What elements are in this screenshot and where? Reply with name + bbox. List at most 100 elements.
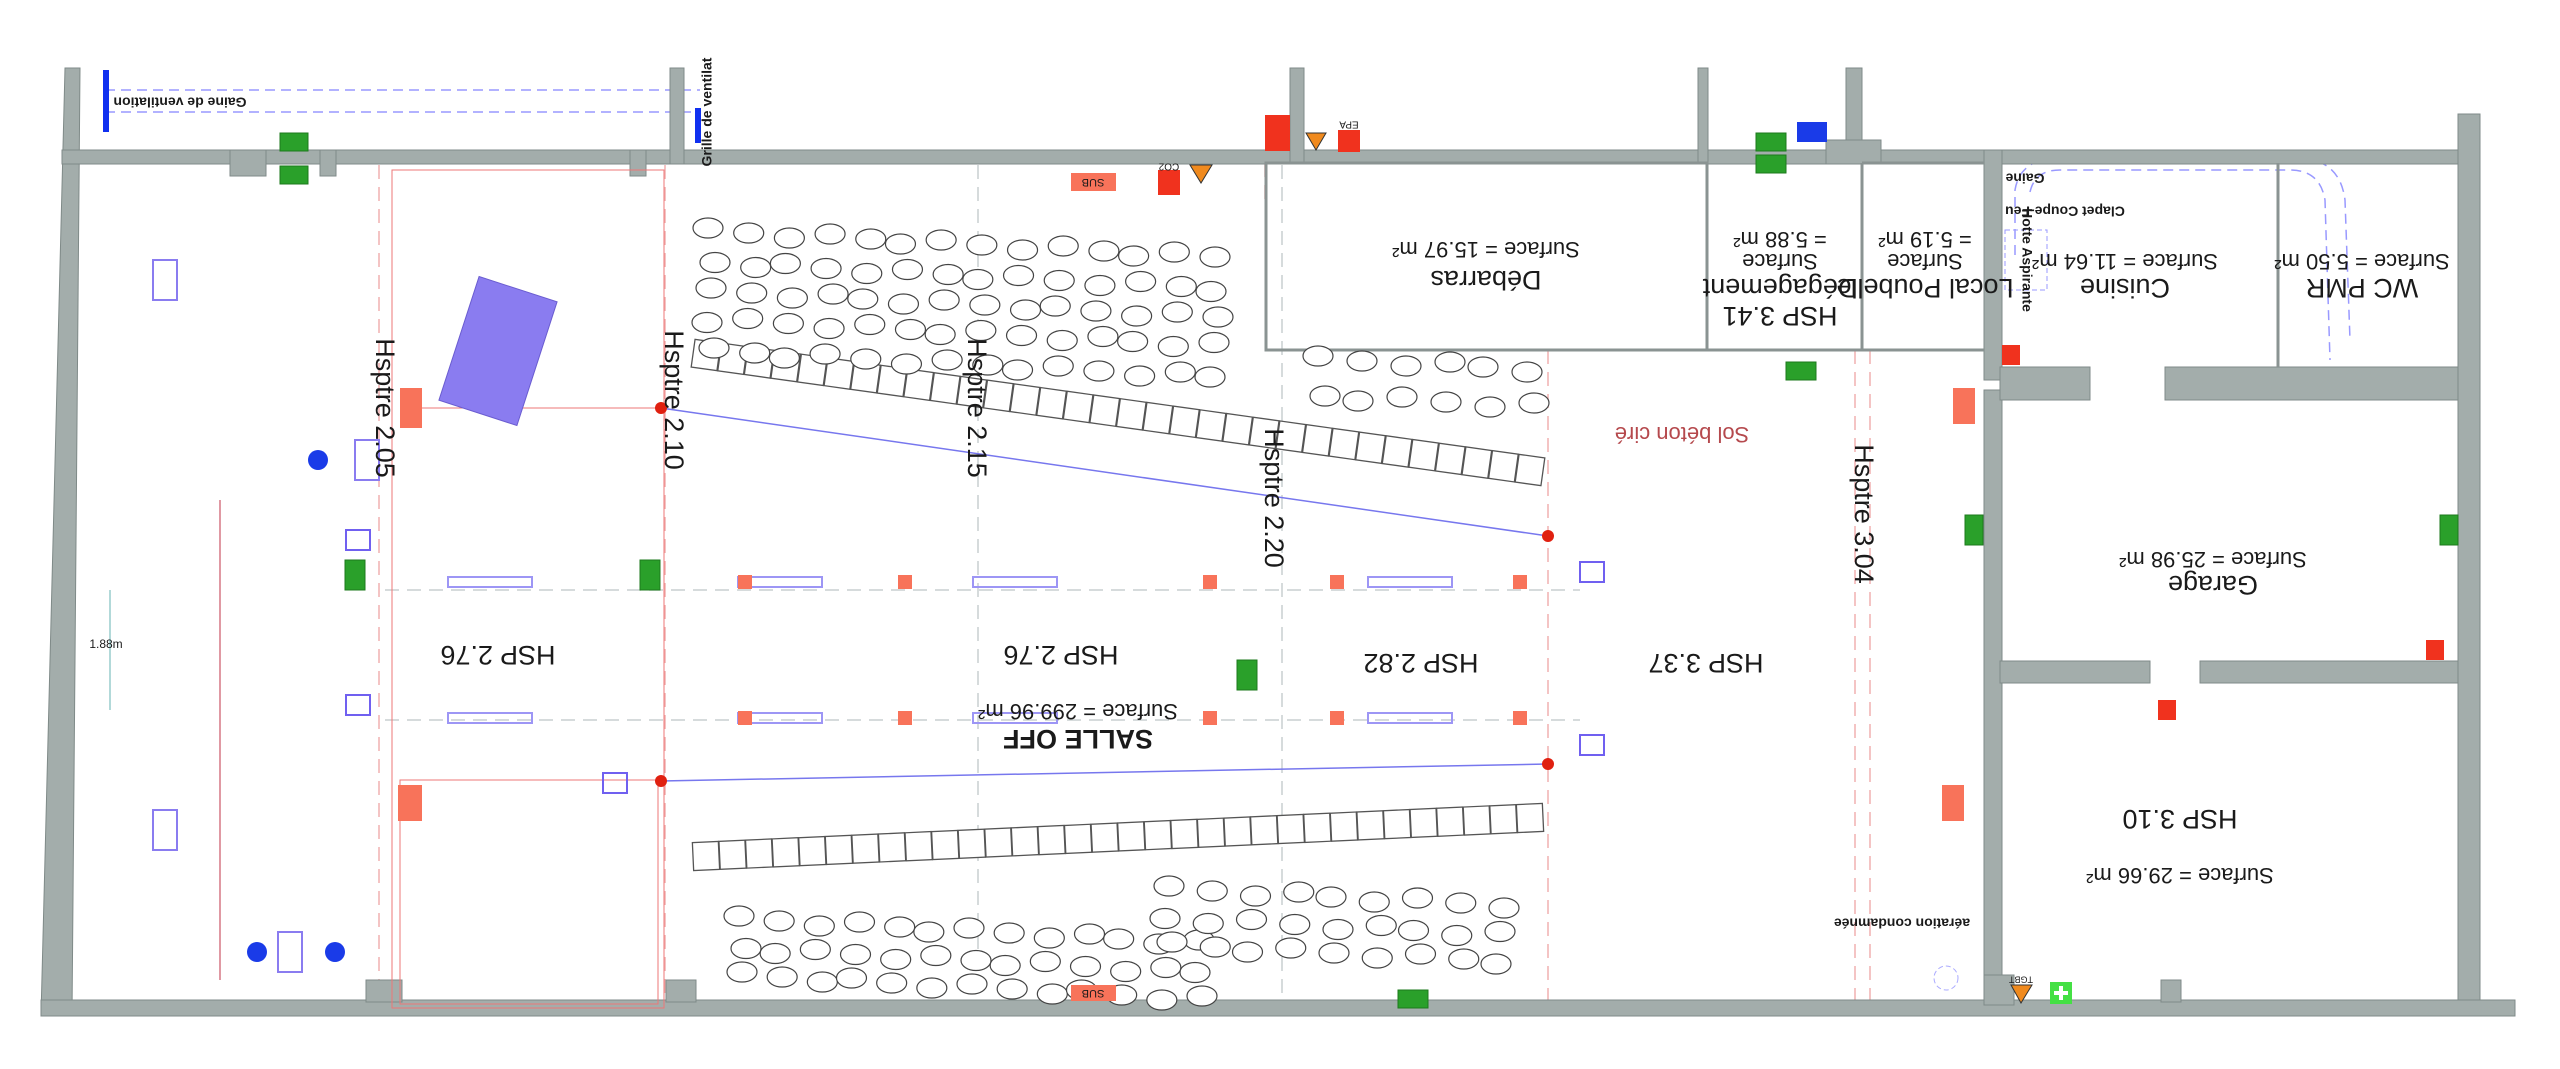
armchair (692, 217, 724, 239)
armchair (1194, 366, 1226, 388)
poubelle-surface-label: Surface (1887, 249, 1963, 274)
wheelchair-icon (1579, 734, 1605, 756)
armchair (924, 323, 956, 346)
salle-name: SALLE OFF (1003, 724, 1153, 754)
armchair (773, 227, 805, 249)
wc-name: WC PMR (2306, 273, 2418, 303)
armchair (1036, 983, 1068, 1005)
chair (823, 357, 855, 390)
armchair (1103, 928, 1135, 950)
beam-height-labels: Hsptre 2.05 Hsptre 2.10 Hsptre 2.15 Hspt… (370, 330, 1879, 584)
armchair (1430, 391, 1462, 413)
armchair (851, 262, 883, 285)
armchair (813, 317, 845, 340)
marker-square (1513, 575, 1527, 589)
armchair (776, 287, 808, 309)
chair (1062, 390, 1094, 424)
armchair (1467, 356, 1499, 378)
armchair (894, 318, 927, 341)
armchair (1401, 887, 1434, 909)
armchair (1121, 305, 1153, 327)
armchair (847, 288, 879, 310)
armchair (1361, 947, 1393, 969)
armchair (1165, 275, 1197, 298)
armchair (763, 910, 795, 932)
armchair (1474, 396, 1506, 418)
dimension-label: 1.88m (89, 637, 122, 651)
armchair (1192, 912, 1224, 935)
chair (1515, 802, 1545, 834)
chair (877, 832, 907, 863)
armchair (1358, 891, 1390, 913)
armchair (876, 972, 908, 994)
degagement-name: Dégagement (1702, 273, 1857, 303)
wheelchair-icon (345, 529, 371, 551)
chair (1487, 449, 1519, 483)
stage-platform (438, 275, 558, 427)
armchair (1146, 989, 1178, 1011)
hsp-label: HSP 2.82 (1363, 648, 1478, 678)
armchair (1110, 960, 1142, 983)
chair (1036, 386, 1068, 420)
armchair (1149, 907, 1181, 930)
armchair (1125, 270, 1157, 293)
armchair (1157, 335, 1189, 358)
marker-square (1330, 575, 1344, 589)
chair (930, 829, 960, 861)
armchair (698, 337, 730, 359)
chair (1489, 803, 1518, 835)
light-fixture (1367, 712, 1453, 724)
chair (1009, 383, 1041, 416)
chair (1222, 412, 1254, 446)
degagement-hsp: HSP 3.41 (1722, 301, 1837, 331)
degagement-surface-value: = 5.88 m² (1733, 227, 1827, 252)
armchair (772, 312, 804, 335)
armchair (928, 289, 960, 311)
cuisine-name: Cuisine (2080, 273, 2170, 303)
clapet-label: Clapet Coupe-Feu (2005, 203, 2125, 219)
wheelchair-icon (1579, 561, 1605, 583)
armchair (799, 938, 831, 961)
garage-name: Garage (2168, 570, 2258, 600)
armchair (806, 971, 838, 993)
armchair (1275, 937, 1307, 959)
armchair (1198, 331, 1230, 354)
armchair (759, 942, 791, 965)
chair (771, 837, 801, 868)
armchair (814, 223, 846, 245)
light-fixture (1367, 576, 1453, 588)
chair (984, 827, 1013, 858)
hazard-icon (2010, 984, 2033, 1004)
chair (1275, 420, 1307, 454)
light-fixture (972, 576, 1058, 588)
wheelchair-icon (152, 259, 178, 301)
chair (744, 838, 774, 869)
chair (1354, 431, 1387, 465)
chair (1301, 423, 1333, 457)
extinguisher-icon (2426, 640, 2444, 660)
armchair (1150, 956, 1182, 979)
room-labels: HSP 2.76 HSP 2.76 HSP 2.82 HSP 3.37 SALL… (440, 227, 2449, 888)
armchair (1186, 985, 1218, 1007)
chair (1435, 806, 1465, 837)
armchair (1083, 360, 1115, 382)
chair (1223, 816, 1252, 847)
wheelchair-icon (277, 931, 303, 973)
chair (1063, 823, 1093, 855)
poubelle-surface-value: = 5.19 m² (1878, 227, 1972, 252)
armchair (723, 905, 755, 927)
aeration-label: aération condamnée (1834, 915, 1970, 931)
armchair (1088, 240, 1120, 262)
chair (1382, 808, 1412, 840)
armchair (1511, 361, 1543, 383)
armchair (1199, 936, 1231, 958)
extinguisher-icon (2158, 700, 2176, 720)
chair (1089, 394, 1121, 428)
armchair (1156, 931, 1188, 953)
armchair (1434, 351, 1466, 373)
armchair (890, 353, 923, 375)
markers (247, 115, 1975, 962)
chair (1116, 821, 1146, 852)
armchair (1195, 280, 1227, 303)
